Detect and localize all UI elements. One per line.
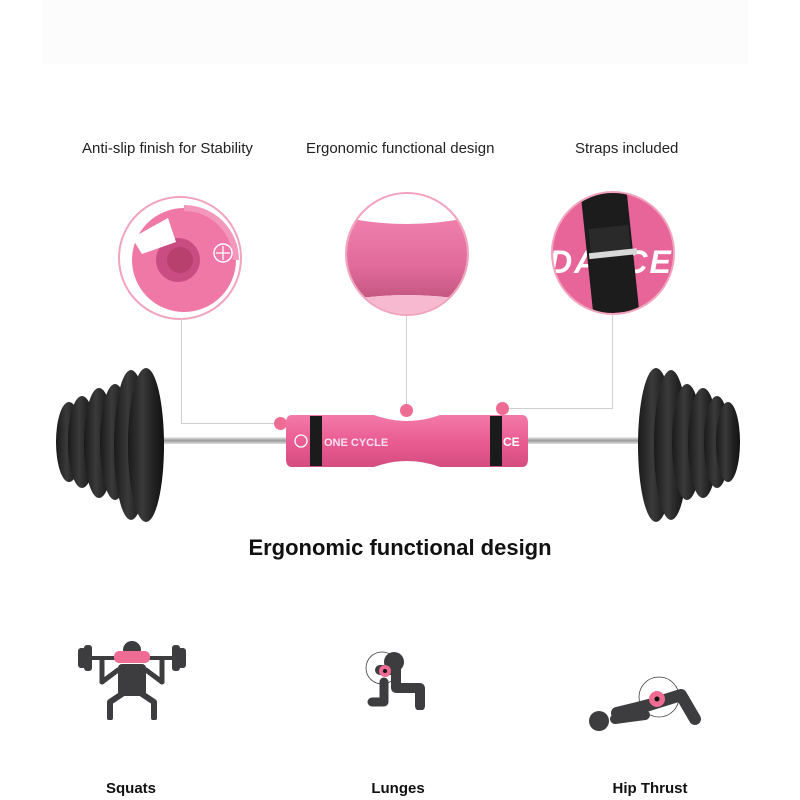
exercise-label-squats: Squats	[105, 780, 156, 797]
weight-plate	[128, 368, 164, 522]
squat-pad: ONE CYCLE CE	[286, 415, 528, 467]
connector-line-left-vertical	[181, 318, 182, 424]
feature-label-anti-slip: Anti-slip finish for Stability	[82, 140, 253, 157]
velcro-strap-closeup-icon: DANCE	[551, 191, 675, 315]
callout-dot-right	[496, 402, 509, 415]
curved-foam-closeup-icon	[345, 192, 469, 316]
top-banner-area	[42, 0, 748, 64]
callout-dot-left	[274, 417, 287, 430]
feature-label-straps: Straps included	[575, 140, 679, 157]
connector-line-right-horizontal	[507, 408, 613, 409]
squat-figure-icon	[78, 641, 186, 720]
foam-ring-closeup-icon	[118, 196, 242, 320]
connector-line-left-horizontal	[181, 423, 279, 424]
connector-line-center	[406, 316, 407, 408]
callout-dot-center	[400, 404, 413, 417]
svg-text:ONE CYCLE: ONE CYCLE	[324, 437, 388, 449]
lunge-figure-icon	[365, 651, 425, 710]
feature-label-ergonomic: Ergonomic functional design	[306, 140, 495, 157]
hip-thrust-figure-icon	[589, 676, 701, 731]
svg-text:CE: CE	[503, 435, 520, 449]
headline: Ergonomic functional design	[248, 535, 552, 560]
weight-plate	[716, 402, 740, 482]
exercise-label-hip-thrust: Hip Thrust	[612, 780, 688, 797]
exercise-label-lunges: Lunges	[371, 780, 425, 797]
connector-line-right-vertical	[612, 314, 613, 409]
